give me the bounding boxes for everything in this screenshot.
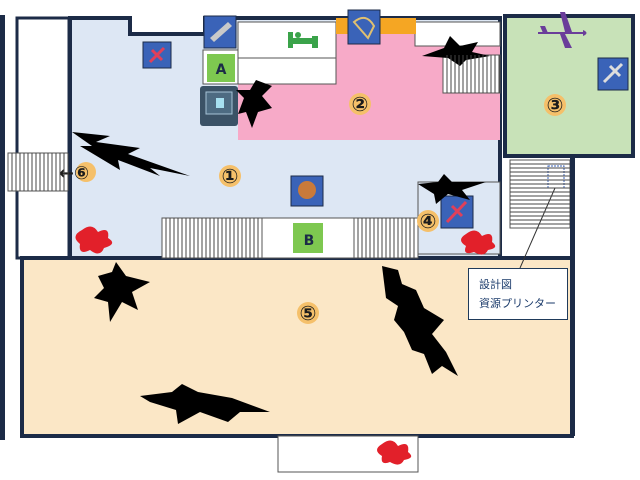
svg-text:②: ② — [352, 92, 369, 116]
right-wall — [570, 156, 575, 436]
counter-top — [237, 21, 337, 59]
svg-text:⑤: ⑤ — [300, 301, 317, 325]
crack-icon — [94, 262, 150, 322]
crack-icon — [422, 36, 490, 66]
room-5-marker: ⑤ — [297, 301, 319, 325]
counter-right — [414, 21, 501, 47]
svg-text:←⑥: ←⑥ — [59, 163, 89, 184]
room-4-marker: ④ — [417, 209, 439, 233]
printer-icon[interactable] — [547, 165, 565, 189]
left-corridor — [15, 16, 71, 260]
room-2-marker: ② — [349, 92, 371, 116]
crack-icon — [382, 266, 458, 376]
item-icon-3[interactable] — [142, 41, 172, 69]
annotation-line-2: 資源プリンター — [479, 297, 556, 310]
room-3-marker: ③ — [544, 93, 566, 117]
door-b[interactable] — [293, 223, 323, 253]
door-a[interactable] — [207, 54, 235, 82]
svg-text:③: ③ — [547, 93, 564, 117]
svg-text:④: ④ — [420, 209, 437, 233]
blood-splat-icon — [75, 226, 113, 254]
room-1-marker: ① — [219, 164, 241, 188]
room-6-exit-marker: ←⑥ — [59, 162, 96, 184]
crack-icon — [418, 174, 486, 204]
item-icon-6[interactable] — [440, 195, 474, 229]
bottom-stairs-left — [161, 217, 263, 259]
blood-splat-icon — [461, 230, 496, 255]
blueprint-printer-annotation: 設計図 資源プリンター — [468, 268, 568, 320]
door-b-label: B — [304, 233, 315, 249]
door-a-label: A — [216, 62, 227, 78]
annotation-line-1: 設計図 — [479, 278, 512, 291]
safe-icon[interactable] — [200, 86, 238, 126]
crack-icon — [72, 132, 190, 176]
blood-splat-icon — [377, 440, 412, 465]
crack-icon — [236, 80, 272, 128]
item-icon-1[interactable] — [203, 15, 237, 49]
item-icon-4[interactable] — [597, 57, 629, 91]
svg-text:①: ① — [222, 164, 239, 188]
crack-icon — [140, 384, 270, 424]
bed-icon — [288, 32, 318, 48]
airplane-icon — [538, 12, 587, 48]
item-icon-2[interactable] — [347, 9, 381, 45]
item-icon-5[interactable] — [290, 175, 324, 207]
annotation-leader — [519, 187, 556, 269]
counter-mid — [237, 57, 337, 85]
left-edge-wall — [0, 15, 5, 440]
